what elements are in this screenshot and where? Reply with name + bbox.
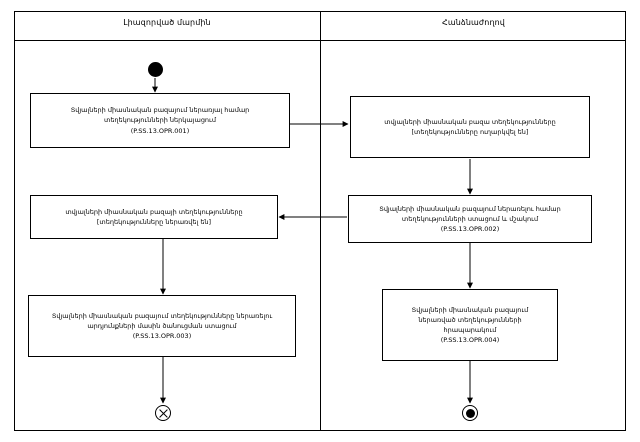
activity-node-003-label: Տվյալների միասնական բազայում տեղեկությու…: [51, 311, 273, 341]
activity-node-003[interactable]: Տվյալների միասնական բազայում տեղեկությու…: [28, 295, 296, 357]
activity-node-included[interactable]: տվյալների միասնական բազայի տեղեկությունն…: [30, 195, 278, 239]
activity-node-004[interactable]: Տվյալների միասնական բազայում ներառված տե…: [382, 289, 558, 361]
activity-node-002[interactable]: Տվյալների միասնական բազայում ներառելու հ…: [348, 195, 592, 243]
flow-final-node[interactable]: [155, 405, 171, 421]
initial-node[interactable]: [148, 62, 163, 77]
activity-node-received[interactable]: տվյալների միասնական բազա տեղեկություններ…: [350, 96, 590, 158]
swimlane-vertical-divider: [320, 11, 321, 431]
activity-node-001-label: Տվյալների միասնական բազայում ներառյալ հա…: [70, 106, 250, 135]
swimlane-header-divider: [14, 40, 626, 41]
swimlane-title-left: Լիազորված մարմին: [123, 18, 211, 27]
activity-node-received-label: տվյալների միասնական բազա տեղեկություններ…: [384, 117, 556, 136]
activity-node-001[interactable]: Տվյալների միասնական բազայում ներառյալ հա…: [30, 93, 290, 148]
activity-node-included-label: տվյալների միասնական բազայի տեղեկությունն…: [65, 207, 243, 226]
activity-node-002-label: Տվյալների միասնական բազայում ներառելու հ…: [379, 204, 561, 234]
activity-node-004-label: Տվյալների միասնական բազայում ներառված տե…: [411, 305, 529, 345]
final-node[interactable]: [462, 405, 478, 421]
swimlane-title-right: Հանձնաժողով: [442, 18, 505, 27]
